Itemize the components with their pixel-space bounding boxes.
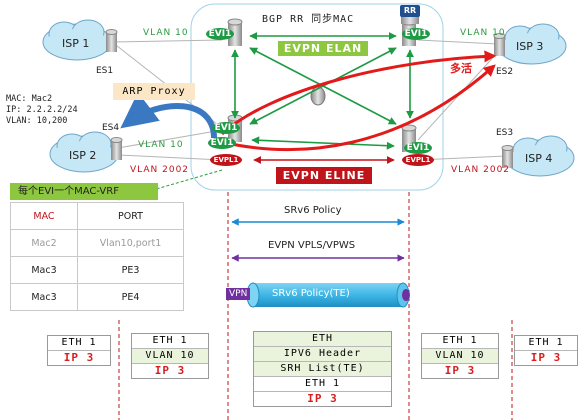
isp4-label: ISP 4 bbox=[525, 152, 553, 165]
stack-eth: ETH 1 bbox=[132, 334, 208, 349]
isp3-label: ISP 3 bbox=[516, 40, 544, 53]
stack-eth: ETH 1 bbox=[422, 334, 498, 349]
stack-ip: IP 3 bbox=[132, 364, 208, 378]
evpn-vpls-vpws-label: EVPN VPLS/VPWS bbox=[268, 240, 356, 251]
packet-stack-3: ETH IPV6 Header SRH List(TE) ETH 1 IP 3 bbox=[253, 331, 392, 407]
stack-vlan: VLAN 10 bbox=[422, 349, 498, 364]
table-cell: Vlan10,port1 bbox=[77, 229, 184, 257]
evpl-label-pe2: EVPL1 bbox=[213, 156, 239, 164]
packet-stack-1: ETH 1 IP 3 bbox=[47, 335, 111, 366]
es2-label: ES2 bbox=[496, 67, 514, 77]
rr-badge: RR bbox=[400, 5, 420, 17]
stack-eth: ETH 1 bbox=[48, 336, 110, 351]
stack-ip: IP 3 bbox=[515, 351, 577, 365]
table-cell: Mac2 bbox=[10, 229, 78, 257]
vrf-title: 每个EVI一个MAC-VRF bbox=[10, 183, 158, 200]
ce-router-isp1 bbox=[105, 29, 118, 52]
evi-label-pe1: EVI1 bbox=[208, 29, 232, 39]
packet-stack-5: ETH 1 IP 3 bbox=[514, 335, 578, 366]
table-row: Mac3 PE3 bbox=[10, 256, 184, 284]
evpl-node-pe4 bbox=[402, 154, 434, 166]
es4-label: ES4 bbox=[102, 123, 120, 133]
evi-label-pe2: EVI1 bbox=[214, 123, 238, 133]
table-header-row: MAC PORT bbox=[10, 202, 184, 230]
evi-node-pe4 bbox=[404, 142, 432, 154]
evpn-elan-banner: EVPN ELAN bbox=[278, 41, 368, 56]
table-header-port: PORT bbox=[77, 202, 184, 230]
table-cell: Mac3 bbox=[10, 256, 78, 284]
evi-label-pe4: EVI1 bbox=[406, 143, 430, 153]
table-cell: PE3 bbox=[77, 256, 184, 284]
srv6-pipe-label: SRv6 Policy(TE) bbox=[272, 288, 350, 299]
stack-ipv6-header: IPV6 Header bbox=[254, 347, 391, 362]
mac-info: MAC: Mac2 IP: 2.2.2.2/24 VLAN: 10,200 bbox=[6, 94, 78, 127]
table-header-mac: MAC bbox=[10, 202, 78, 230]
packet-stack-2: ETH 1 VLAN 10 IP 3 bbox=[131, 333, 209, 379]
table-cell: Mac3 bbox=[10, 283, 78, 311]
vlan-left-bot: VLAN 2002 bbox=[130, 165, 190, 175]
mac-info-mac: MAC: Mac2 bbox=[6, 94, 53, 104]
arp-proxy-box: ARP Proxy bbox=[113, 83, 195, 100]
stack-vlan: VLAN 10 bbox=[132, 349, 208, 364]
arp-proxy-arrow bbox=[120, 92, 217, 139]
core-router bbox=[310, 86, 326, 106]
column-guides bbox=[118, 192, 513, 420]
packet-stack-4: ETH 1 VLAN 10 IP 3 bbox=[421, 333, 499, 379]
ce-router-isp3 bbox=[493, 33, 506, 56]
evi-node-pe1 bbox=[206, 28, 234, 40]
table-row: Mac3 PE4 bbox=[10, 283, 184, 311]
vpn-tag: VPN bbox=[226, 288, 251, 300]
stack-srh-list: SRH List(TE) bbox=[254, 362, 391, 377]
vlan-right-top: VLAN 10 bbox=[460, 28, 506, 38]
vlan-left-top: VLAN 10 bbox=[143, 28, 189, 38]
srv6-policy-label: SRv6 Policy bbox=[284, 205, 342, 216]
isp2-label: ISP 2 bbox=[69, 149, 97, 162]
multi-active-path-upper bbox=[220, 50, 497, 136]
stack-eth: ETH 1 bbox=[515, 336, 577, 351]
stack-ip: IP 3 bbox=[422, 364, 498, 378]
isp2-cloud bbox=[49, 131, 119, 173]
bgp-rr-sync-label: BGP RR 同步MAC bbox=[262, 14, 355, 25]
vlan-left-mid: VLAN 10 bbox=[138, 140, 184, 150]
es1-label: ES1 bbox=[96, 66, 114, 76]
evi-node-pe2b bbox=[208, 137, 236, 149]
evi-label-pe2b: EVI1 bbox=[210, 138, 234, 148]
evi-node-pe2 bbox=[212, 122, 240, 134]
vlan-right-bot: VLAN 2002 bbox=[451, 165, 511, 175]
mac-info-vlan: VLAN: 10,200 bbox=[6, 116, 68, 126]
isp3-cloud bbox=[497, 23, 567, 65]
multi-active-path-lower bbox=[221, 64, 496, 152]
srv6-pipe bbox=[246, 282, 410, 308]
stack-ip: IP 3 bbox=[48, 351, 110, 365]
multi-active-label: 多活 bbox=[450, 62, 472, 75]
table-row: Mac2 Vlan10,port1 bbox=[10, 229, 184, 257]
stack-eth-outer: ETH bbox=[254, 332, 391, 347]
isp4-cloud bbox=[505, 135, 575, 177]
stack-eth: ETH 1 bbox=[254, 377, 391, 392]
elan-arrows bbox=[231, 32, 414, 150]
ce-router-isp4 bbox=[501, 145, 514, 168]
table-cell: PE4 bbox=[77, 283, 184, 311]
stack-ip: IP 3 bbox=[254, 392, 391, 406]
mac-info-ip: IP: 2.2.2.2/24 bbox=[6, 105, 78, 115]
es3-label: ES3 bbox=[496, 128, 514, 138]
evi-node-pe3 bbox=[402, 28, 430, 40]
evi-label-pe3: EVI1 bbox=[404, 29, 428, 39]
isp1-label: ISP 1 bbox=[62, 37, 90, 50]
pe-router-1 bbox=[227, 18, 243, 46]
evpl-node-pe2 bbox=[210, 154, 242, 166]
mac-vrf-table: MAC PORT Mac2 Vlan10,port1 Mac3 PE3 Mac3… bbox=[10, 202, 184, 311]
evpn-eline-banner: EVPN ELINE bbox=[276, 167, 372, 184]
ce-router-isp2 bbox=[110, 137, 123, 160]
evpl-label-pe4: EVPL1 bbox=[405, 156, 431, 164]
